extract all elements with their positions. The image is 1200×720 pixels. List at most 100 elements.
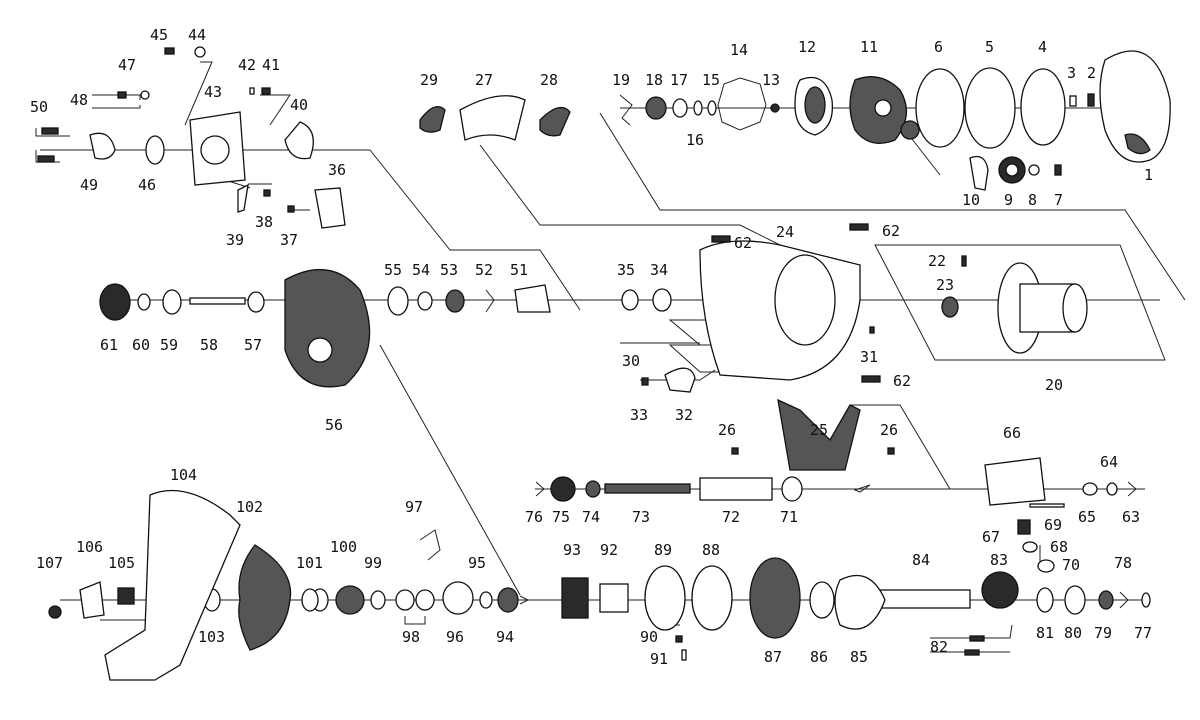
- part-98-washer-b: [415, 589, 435, 611]
- part-47-washer: [140, 90, 150, 100]
- label-part-87: 87: [764, 648, 782, 666]
- part-56-shaft-hole: [307, 337, 333, 363]
- part-91-pin: [681, 649, 687, 661]
- part-4-ring: [1020, 68, 1066, 146]
- label-part-42: 42: [238, 56, 256, 74]
- part-64-washer: [1106, 482, 1118, 496]
- part-68-washer: [1022, 541, 1038, 553]
- part-97-clip: [419, 529, 441, 561]
- part-58-shaft: [189, 297, 246, 305]
- label-part-76: 76: [525, 508, 543, 526]
- label-part-57: 57: [244, 336, 262, 354]
- part-77-ring: [1141, 592, 1151, 608]
- part-57-ring: [247, 291, 265, 313]
- label-part-40: 40: [290, 96, 308, 114]
- part-88-washer: [691, 565, 733, 631]
- label-part-55: 55: [384, 261, 402, 279]
- label-part-22: 22: [928, 252, 946, 270]
- label-part-66: 66: [1003, 424, 1021, 442]
- label-part-20: 20: [1045, 376, 1063, 394]
- part-16-washer: [693, 100, 703, 116]
- label-part-103: 103: [198, 628, 225, 646]
- part-95-washer: [479, 591, 493, 609]
- part-65-collar: [1082, 482, 1098, 496]
- label-part-26-b: 26: [880, 421, 898, 439]
- part-11-knob: [900, 120, 920, 140]
- label-part-54: 54: [412, 261, 430, 279]
- part-69-pin: [1029, 503, 1065, 508]
- part-52-clip: [485, 289, 495, 313]
- label-part-84: 84: [912, 551, 930, 569]
- label-part-93: 93: [563, 541, 581, 559]
- label-part-33: 33: [630, 406, 648, 424]
- label-part-99: 99: [364, 554, 382, 572]
- label-part-24: 24: [776, 223, 794, 241]
- part-72-tube: [699, 477, 773, 501]
- part-10-pawl: [969, 155, 989, 191]
- part-36-cover: [314, 187, 346, 229]
- part-75-gear: [550, 476, 576, 502]
- part-44-washer: [194, 46, 206, 58]
- part-67-pawl: [1017, 519, 1031, 535]
- label-part-83: 83: [990, 551, 1008, 569]
- label-part-30: 30: [622, 352, 640, 370]
- part-1-latch: [1124, 133, 1151, 155]
- part-27-thumb-bar: [459, 95, 526, 141]
- part-35-collar: [621, 289, 639, 311]
- label-part-102: 102: [236, 498, 263, 516]
- label-part-43: 43: [204, 83, 222, 101]
- part-7-screw: [1054, 164, 1062, 176]
- label-part-101: 101: [296, 554, 323, 572]
- label-part-49: 49: [80, 176, 98, 194]
- part-82-screw-b: [964, 649, 980, 656]
- part-62-screw-c: [861, 375, 881, 383]
- part-74-bearing: [585, 480, 601, 498]
- part-99-washer: [370, 590, 386, 610]
- label-part-13: 13: [762, 71, 780, 89]
- label-part-97: 97: [405, 498, 423, 516]
- label-part-18: 18: [645, 71, 663, 89]
- part-81-pawl: [1036, 587, 1054, 613]
- part-18-bearing: [645, 96, 667, 120]
- label-part-59: 59: [160, 336, 178, 354]
- label-part-95: 95: [468, 554, 486, 572]
- label-part-34: 34: [650, 261, 668, 279]
- label-part-5: 5: [985, 38, 994, 56]
- label-part-52: 52: [475, 261, 493, 279]
- label-part-85: 85: [850, 648, 868, 666]
- part-34-bearing: [652, 288, 672, 312]
- part-26-screw-a: [731, 447, 739, 455]
- label-part-106: 106: [76, 538, 103, 556]
- label-part-104: 104: [170, 466, 197, 484]
- label-part-53: 53: [440, 261, 458, 279]
- part-105-nut: [117, 587, 135, 605]
- label-part-9: 9: [1004, 191, 1013, 209]
- part-96-nut: [442, 581, 474, 615]
- part-40-cover: [284, 121, 314, 160]
- part-49-brake: [89, 132, 116, 160]
- part-59-washer: [162, 289, 182, 315]
- label-part-62-c: 62: [893, 372, 911, 390]
- part-41-screw: [261, 87, 271, 95]
- label-part-75: 75: [552, 508, 570, 526]
- label-part-96: 96: [446, 628, 464, 646]
- callout-labels: 1 2 3 4 5 6 7 8 9 10 11 12 13 14 15 16 1…: [30, 26, 1153, 668]
- label-part-41: 41: [262, 56, 280, 74]
- label-part-38: 38: [255, 213, 273, 231]
- label-part-37: 37: [280, 231, 298, 249]
- label-part-48: 48: [70, 91, 88, 109]
- part-107-screw: [48, 605, 62, 619]
- part-94-bearing: [497, 587, 519, 613]
- part-37-screw: [287, 205, 295, 213]
- part-2-screw: [1087, 93, 1095, 107]
- label-part-94: 94: [496, 628, 514, 646]
- part-92-collar: [599, 583, 629, 613]
- part-53-bearing: [445, 289, 465, 313]
- part-100-nut: [335, 585, 365, 615]
- part-23-bearing: [941, 296, 959, 318]
- part-62-screw-a: [711, 235, 731, 243]
- label-part-77: 77: [1134, 624, 1152, 642]
- label-part-15: 15: [702, 71, 720, 89]
- part-11-hub: [874, 99, 892, 117]
